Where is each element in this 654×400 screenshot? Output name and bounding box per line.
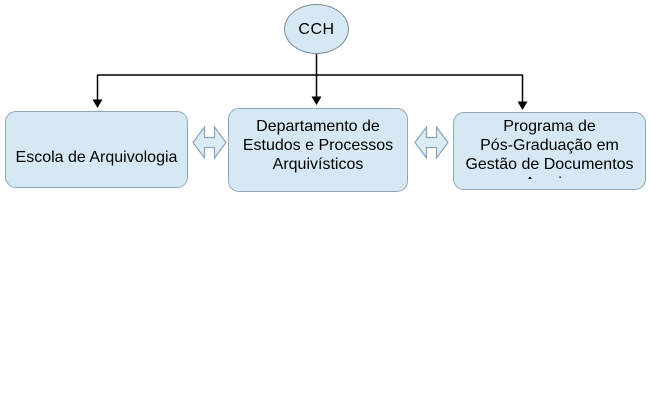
arrowhead-down-left-icon [92, 99, 103, 108]
node-departamento-estudos-processos-arquivisticos: Departamento de Estudos e Processos Arqu… [228, 108, 408, 192]
node-programa-label-line4-clipped: e Arquivos [454, 174, 645, 179]
bidirectional-arrow-right-icon [414, 125, 449, 160]
arrowhead-down-right-icon [517, 101, 528, 110]
node-programa-text-clip: Programa de Pós-Graduação em Gestão de D… [454, 117, 645, 179]
node-programa-label-line1: Programa de [503, 118, 596, 135]
node-programa-label-line2: Pós-Graduação em [480, 137, 619, 154]
node-departamento-label-line2: Estudos e Processos [242, 137, 394, 154]
arrowhead-down-center-icon [311, 96, 322, 105]
node-programa-pos-graduacao: Programa de Pós-Graduação em Gestão de D… [453, 112, 646, 190]
node-departamento-label-line1: Departamento de [256, 118, 380, 135]
node-cch-label: CCH [298, 20, 335, 38]
node-departamento-label-line3: Arquivísticos [272, 156, 364, 173]
node-escola-de-arquivologia: Escola de Arquivologia [5, 111, 188, 188]
node-programa-label-line3: Gestão de Documentos [465, 156, 634, 173]
node-escola-label: Escola de Arquivologia [15, 149, 178, 166]
bidirectional-arrow-left-icon [192, 125, 227, 160]
node-cch: CCH [284, 4, 349, 54]
